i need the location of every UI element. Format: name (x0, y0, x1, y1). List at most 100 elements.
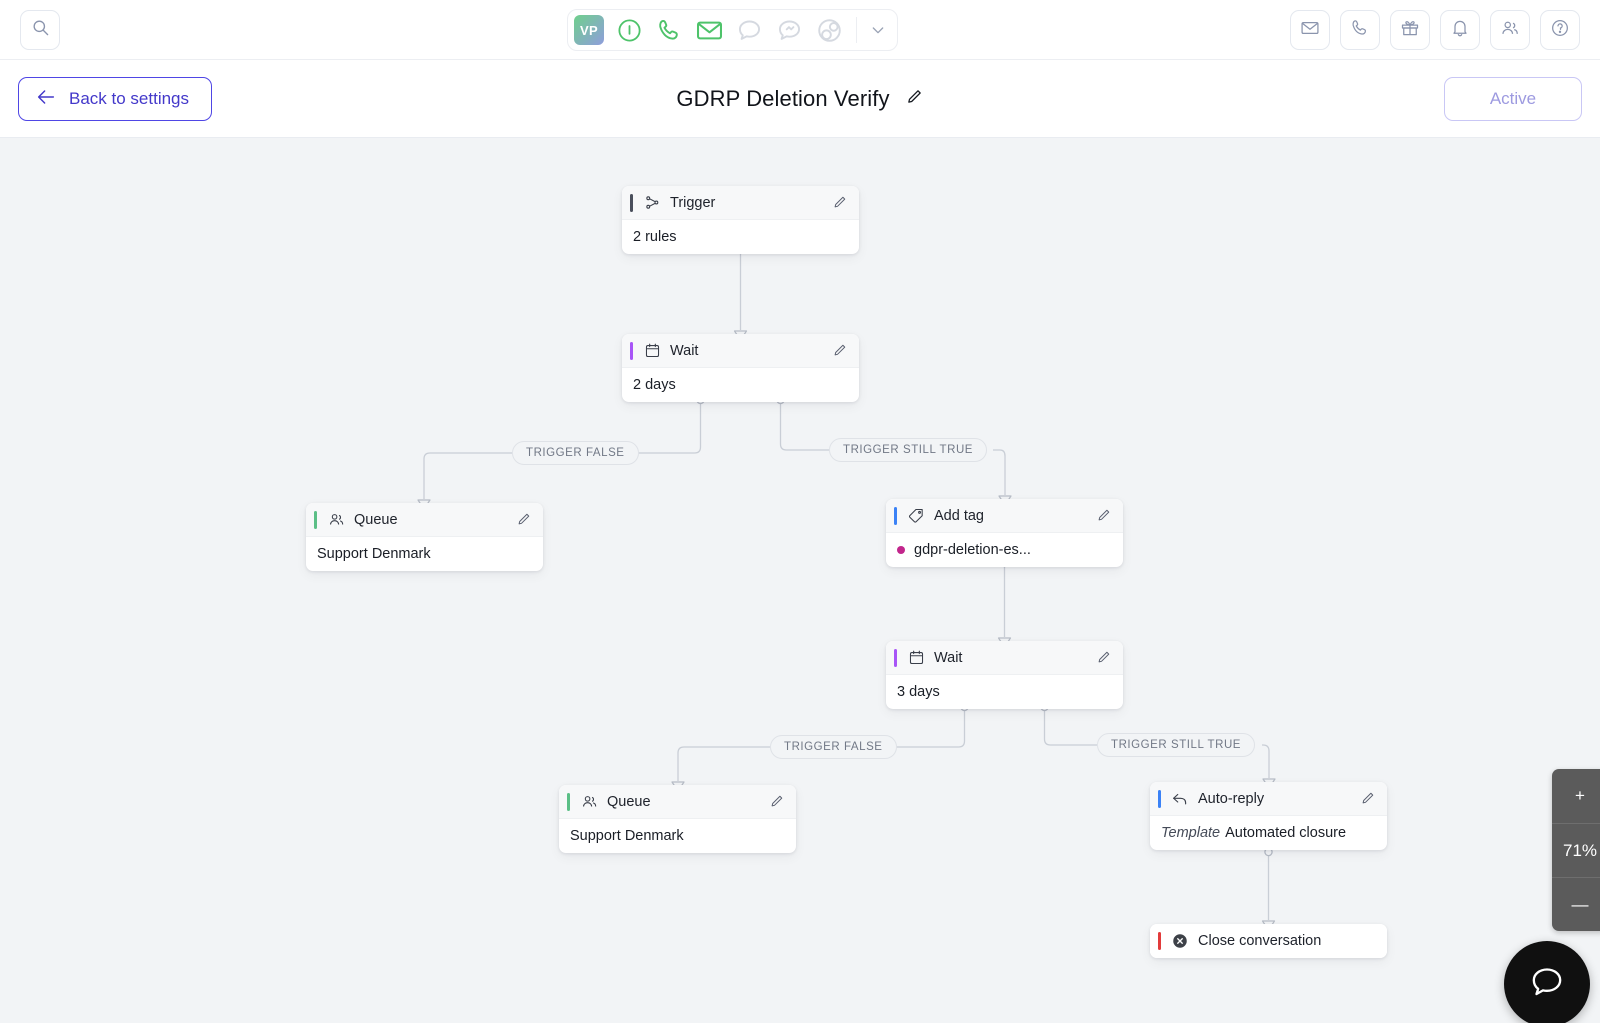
flow-node-trigger[interactable]: Trigger 2 rules (622, 186, 859, 254)
node-body-text: 2 days (633, 377, 676, 393)
help-icon (1550, 18, 1570, 43)
flow-node-queue-2[interactable]: Queue Support Denmark (559, 785, 796, 853)
gift-icon (1400, 18, 1420, 43)
node-body-label: Template (1161, 825, 1221, 841)
node-accent-bar (894, 506, 897, 525)
node-header: Add tag (886, 499, 1123, 533)
node-body: 2 rules (622, 220, 859, 254)
node-body: gdpr-deletion-es... (886, 533, 1123, 567)
edge-label-trigger-false-1: TRIGGER FALSE (512, 441, 639, 465)
node-title: Wait (934, 649, 963, 666)
zoom-out-button[interactable]: — (1552, 877, 1600, 931)
zoom-in-button[interactable]: + (1575, 786, 1585, 805)
edge-arrows (417, 330, 1276, 931)
people-icon (327, 511, 345, 529)
flow-node-close-conversation[interactable]: Close conversation (1150, 924, 1387, 958)
mail-button[interactable] (1290, 10, 1330, 50)
top-bar: VP (0, 0, 1600, 60)
flow-node-wait-1[interactable]: Wait 2 days (622, 334, 859, 402)
search-icon (31, 18, 50, 42)
node-accent-bar (1158, 932, 1161, 950)
node-header: Wait (622, 334, 859, 368)
phone-icon[interactable] (650, 13, 688, 47)
globe-icon[interactable] (810, 13, 848, 47)
node-body: 3 days (886, 675, 1123, 709)
workspace-badge[interactable]: VP (574, 15, 604, 45)
node-title: Close conversation (1198, 933, 1322, 949)
page-title-wrap: GDRP Deletion Verify (0, 60, 1600, 138)
zoom-level-label: 71% (1552, 823, 1600, 877)
flow-node-auto-reply[interactable]: Auto-reply Template Automated closure (1150, 782, 1387, 850)
tag-color-dot (897, 546, 905, 554)
edit-node-icon[interactable] (768, 793, 785, 815)
chat-bubble-icon[interactable] (730, 13, 768, 47)
edge-label-trigger-still-true-1: TRIGGER STILL TRUE (829, 438, 988, 462)
bell-button[interactable] (1440, 10, 1480, 50)
help-button[interactable] (1540, 10, 1580, 50)
envelope-icon[interactable] (690, 13, 728, 47)
chevron-down-icon[interactable] (865, 13, 891, 47)
zoom-control[interactable]: + 71% — (1552, 769, 1600, 931)
search-button-wrap (20, 9, 60, 50)
node-body: Template Automated closure (1150, 816, 1387, 850)
edit-node-icon[interactable] (1359, 790, 1376, 812)
edge-label-trigger-false-2: TRIGGER FALSE (770, 735, 897, 759)
arrow-left-icon (35, 86, 57, 113)
gift-button[interactable] (1390, 10, 1430, 50)
chat-launcher-button[interactable] (1504, 941, 1590, 1023)
info-icon[interactable] (610, 13, 648, 47)
node-title: Queue (607, 793, 651, 810)
phone-button[interactable] (1340, 10, 1380, 50)
flow-node-add-tag[interactable]: Add tag gdpr-deletion-es... (886, 499, 1123, 567)
node-body: 2 days (622, 368, 859, 402)
node-accent-bar (894, 648, 897, 667)
node-header: Wait (886, 641, 1123, 675)
channel-switcher[interactable]: VP (567, 9, 898, 51)
status-badge[interactable]: Active (1444, 77, 1582, 121)
node-body: Support Denmark (306, 537, 543, 571)
search-button[interactable] (20, 9, 60, 50)
node-body-text: 3 days (897, 684, 940, 700)
node-title: Trigger (670, 194, 716, 211)
node-header: Trigger (622, 186, 859, 220)
node-accent-bar (630, 341, 633, 360)
page-title: GDRP Deletion Verify (676, 86, 890, 111)
mail-icon (1300, 18, 1320, 43)
flow-node-wait-2[interactable]: Wait 3 days (886, 641, 1123, 709)
node-title: Auto-reply (1198, 790, 1265, 807)
people-icon (1500, 18, 1520, 43)
pencil-icon[interactable] (904, 87, 924, 112)
calendar-icon (907, 649, 925, 667)
node-body-text: Support Denmark (570, 828, 684, 844)
phone-icon (1350, 18, 1370, 43)
page-header: GDRP Deletion Verify Back to settings Ac… (0, 60, 1600, 138)
node-body-text: gdpr-deletion-es... (914, 542, 1031, 558)
node-header: Queue (559, 785, 796, 819)
node-accent-bar (314, 510, 317, 529)
node-header: Auto-reply (1150, 782, 1387, 816)
edit-node-icon[interactable] (831, 342, 848, 364)
node-body-text: Support Denmark (317, 546, 431, 562)
node-body-text: 2 rules (633, 229, 677, 245)
edit-node-icon[interactable] (1095, 649, 1112, 671)
edit-node-icon[interactable] (515, 511, 532, 533)
people-button[interactable] (1490, 10, 1530, 50)
bell-icon (1450, 18, 1470, 43)
chat-bubble-icon (1527, 962, 1567, 1007)
back-to-settings-button[interactable]: Back to settings (18, 77, 213, 121)
node-body: Support Denmark (559, 819, 796, 853)
node-header: Close conversation (1150, 924, 1387, 958)
edit-node-icon[interactable] (831, 194, 848, 216)
flow-canvas[interactable]: TRIGGER FALSE TRIGGER STILL TRUE TRIGGER… (0, 138, 1600, 1023)
node-title: Wait (670, 342, 699, 359)
close-circle-icon (1171, 932, 1189, 950)
node-accent-bar (567, 792, 570, 811)
flow-node-queue-1[interactable]: Queue Support Denmark (306, 503, 543, 571)
messenger-icon[interactable] (770, 13, 808, 47)
node-accent-bar (630, 193, 633, 212)
people-icon (580, 793, 598, 811)
edit-node-icon[interactable] (1095, 507, 1112, 529)
node-title: Add tag (934, 507, 984, 524)
flow-edges (417, 243, 1276, 931)
back-to-settings-label: Back to settings (69, 89, 190, 108)
